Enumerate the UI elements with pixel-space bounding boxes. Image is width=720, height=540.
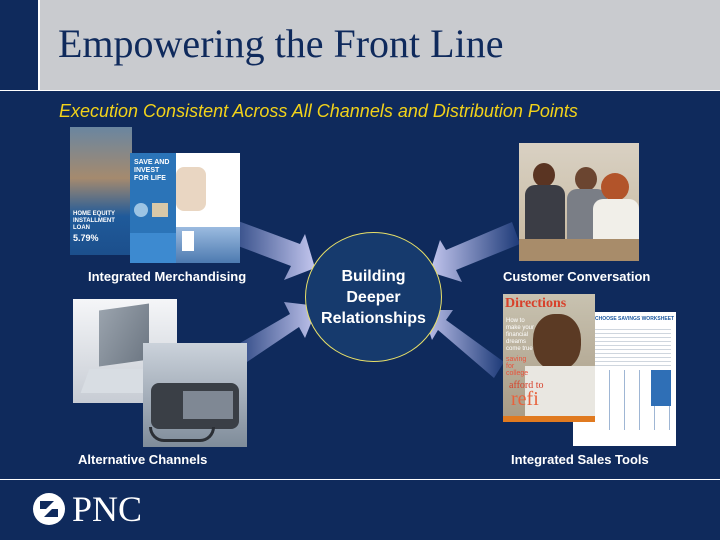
- pnc-logo-icon: [33, 493, 65, 525]
- baby-photo: [176, 167, 206, 211]
- magazine-line-1: How to: [506, 318, 525, 324]
- label-alternative-channels: Alternative Channels: [78, 452, 208, 467]
- save-invest-line-3: FOR LIFE: [134, 175, 166, 182]
- label-integrated-merchandising: Integrated Merchandising: [88, 269, 247, 284]
- magazine-line-4: dreams: [506, 339, 527, 345]
- label-integrated-sales-tools: Integrated Sales Tools: [511, 452, 649, 467]
- magazine-line-3: financial: [506, 332, 529, 338]
- center-line-3: Relationships: [321, 309, 426, 327]
- save-invest-line-2: INVEST: [134, 167, 160, 174]
- title-bar: [38, 0, 720, 90]
- magazine-refi: refi: [511, 388, 539, 410]
- telephone-image: [143, 343, 247, 447]
- airplane-photo: [176, 227, 240, 263]
- arrow-top-right: [430, 222, 520, 282]
- magazine-line-2: make your: [506, 325, 535, 331]
- center-circle: Building Deeper Relationships: [305, 232, 442, 362]
- save-invest-line-1: SAVE AND: [134, 159, 170, 166]
- merchandising-image: HOME EQUITY INSTALLMENT LOAN 5.79% SAVE …: [70, 127, 240, 263]
- arrow-bottom-left: [228, 302, 318, 368]
- worksheet-title: CHOOSE SAVINGS WORKSHEET: [595, 316, 675, 322]
- slide-title: Empowering the Front Line: [58, 21, 504, 66]
- pnc-logo: PNC: [32, 488, 142, 530]
- title-left-stripe: [0, 0, 38, 90]
- home-equity-rate: 5.79%: [73, 233, 99, 243]
- arrow-bottom-right: [422, 310, 504, 378]
- directions-magazine: Directions How to make your financial dr…: [503, 294, 595, 422]
- slide-subtitle: Execution Consistent Across All Channels…: [59, 101, 578, 121]
- center-line-2: Deeper: [346, 288, 401, 306]
- arrow-top-left: [222, 218, 315, 280]
- home-equity-text: HOME EQUITY INSTALLMENT LOAN: [73, 211, 115, 231]
- label-customer-conversation: Customer Conversation: [503, 269, 651, 284]
- magazine-afford: afford to: [509, 380, 544, 391]
- magazine-line-5: come true: [506, 346, 533, 352]
- title-divider: [0, 90, 720, 91]
- magazine-saving: saving for college: [506, 356, 529, 377]
- magazine-title: Directions: [505, 296, 567, 311]
- customer-conversation-image: [519, 143, 639, 261]
- center-line-1: Building: [341, 267, 406, 285]
- pnc-logo-text: PNC: [72, 489, 143, 529]
- footer-divider: [0, 479, 720, 480]
- home-equity-brochure: HOME EQUITY INSTALLMENT LOAN 5.79%: [70, 127, 132, 255]
- save-invest-brochure: SAVE AND INVEST FOR LIFE: [130, 153, 176, 263]
